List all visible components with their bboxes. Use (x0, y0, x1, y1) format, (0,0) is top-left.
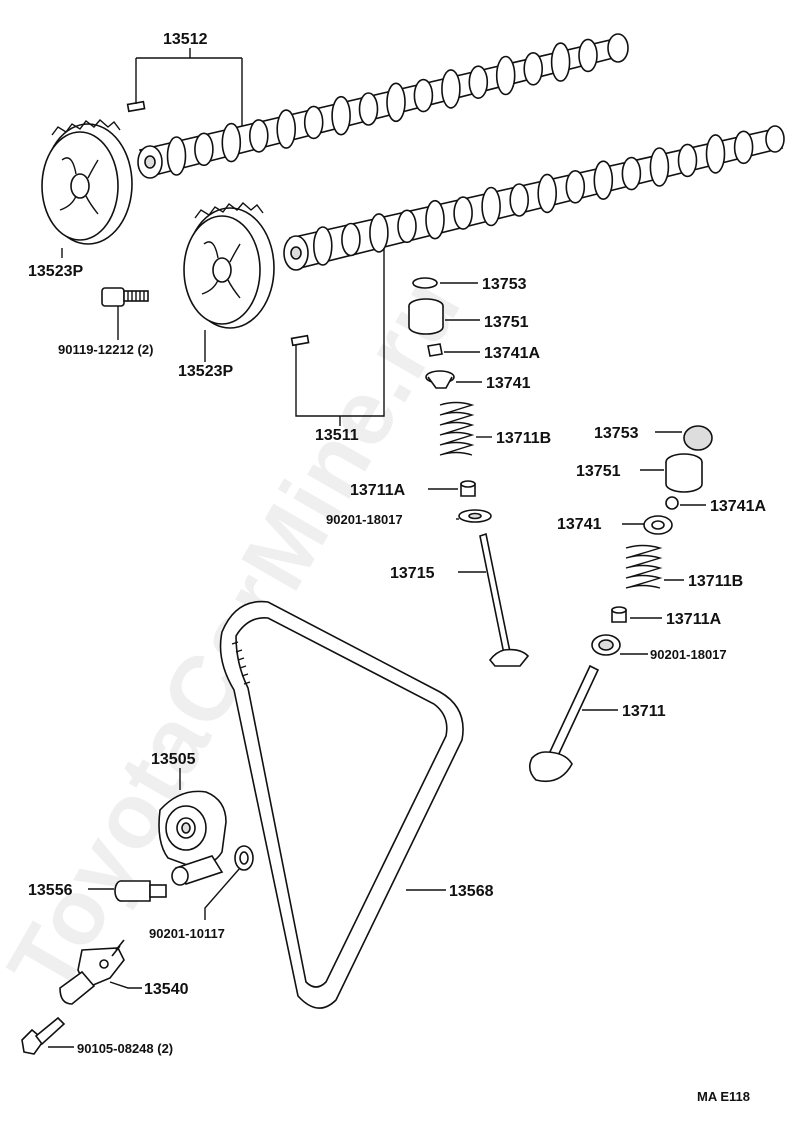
intake-valve[interactable] (528, 664, 600, 783)
label-13741a-right: 13741A (710, 498, 766, 515)
tensioner-washer[interactable] (234, 845, 254, 871)
cam-lobe (550, 42, 571, 82)
valve-spring-left[interactable] (439, 401, 475, 456)
cam-lobe (386, 82, 406, 123)
label-13741-right: 13741 (557, 516, 602, 533)
cam-lobe (578, 38, 598, 73)
label-13711b-right: 13711B (688, 573, 743, 590)
label-13568: 13568 (449, 883, 494, 900)
label-90105-08248: 90105-08248 (2) (77, 1041, 173, 1056)
pulley-bolt[interactable] (101, 287, 149, 307)
diagram-code: MA E118 (697, 1089, 750, 1104)
cam-lobe (509, 183, 530, 217)
label-13711a-left: 13711A (350, 482, 406, 499)
cam-lobe (194, 132, 214, 167)
spring-retainer-left[interactable] (425, 370, 455, 389)
cam-lobe (358, 92, 379, 126)
cam-lobe (565, 170, 586, 204)
valve-lifter-left[interactable] (408, 298, 444, 335)
cam-lobe (276, 109, 297, 149)
label-13511: 13511 (315, 427, 359, 444)
label-90201-18017-right: 90201-18017 (650, 647, 727, 662)
label-13751-right: 13751 (576, 463, 621, 480)
cam-lobe (537, 173, 558, 214)
cam-lobe (621, 156, 642, 191)
camshaft-pulley-lower[interactable] (183, 202, 275, 329)
label-13711a-right: 13711A (666, 611, 722, 628)
cam-lobe (312, 226, 333, 266)
cam-lobe (369, 213, 389, 253)
label-13540: 13540 (144, 981, 189, 998)
cam-lobe (453, 196, 473, 230)
cam-lobe (468, 65, 489, 99)
cam-lobe (413, 78, 434, 113)
idler-bolt[interactable] (114, 880, 167, 902)
label-13556: 13556 (28, 882, 73, 899)
cam-lobe (341, 222, 361, 257)
cam-lobe (331, 95, 351, 136)
cam-lobe (705, 134, 726, 174)
label-90201-10117: 90201-10117 (149, 926, 225, 941)
label-13741a-left: 13741A (484, 345, 540, 362)
camshaft-lower[interactable] (283, 125, 785, 271)
cam-lobe (593, 160, 614, 200)
cam-lobe (649, 147, 670, 187)
cam-lobe (425, 199, 445, 240)
timing-belt-tensioner[interactable] (59, 939, 125, 1005)
cam-lobe (248, 119, 269, 153)
label-13753-left: 13753 (482, 276, 527, 293)
label-13741-left: 13741 (486, 375, 531, 392)
camshaft-upper[interactable] (137, 33, 629, 179)
label-13523p-upper: 13523P (28, 263, 83, 280)
cam-lobe (303, 105, 324, 140)
cam-lobe (677, 143, 698, 178)
spring-seat-left[interactable] (458, 509, 492, 523)
valve-spring-right[interactable] (625, 544, 663, 589)
cam-lobe (166, 136, 187, 176)
label-13711b-left: 13711B (496, 430, 551, 447)
cam-lobe (481, 186, 501, 227)
camshaft-pulley-upper[interactable] (41, 119, 133, 245)
label-13505: 13505 (151, 751, 196, 768)
cam-lobe (221, 122, 242, 163)
cam-lobe (523, 52, 544, 86)
label-13711: 13711 (622, 703, 666, 720)
label-90201-18017-left: 90201-18017 (326, 512, 403, 527)
valve-lifter-right[interactable] (665, 453, 703, 493)
shim-left[interactable] (412, 277, 438, 289)
idler-pulley[interactable] (158, 790, 227, 886)
valve-keeper-left[interactable] (427, 343, 443, 357)
timing-belt[interactable] (219, 600, 464, 1009)
spring-retainer-right[interactable] (643, 515, 673, 535)
label-90119-12212: 90119-12212 (2) (58, 342, 153, 357)
shim-right[interactable] (683, 425, 713, 451)
spring-seat-right[interactable] (591, 634, 621, 656)
cam-lobe (397, 209, 417, 244)
exhaust-valve[interactable] (479, 532, 530, 667)
cam-lobe (441, 69, 461, 109)
label-13512: 13512 (163, 31, 208, 48)
label-13715: 13715 (390, 565, 435, 582)
tensioner-bolt[interactable] (21, 1016, 66, 1055)
valve-stem-seal-left[interactable] (460, 480, 476, 497)
valve-stem-seal-right[interactable] (611, 606, 627, 623)
label-13753-right: 13753 (594, 425, 639, 442)
dowel-pin-lower[interactable] (290, 334, 310, 347)
cam-lobe (733, 130, 754, 165)
cam-lobe (495, 55, 516, 96)
valve-keeper-right[interactable] (665, 496, 679, 510)
label-13523p-lower: 13523P (178, 363, 233, 380)
label-13751-left: 13751 (484, 314, 529, 331)
